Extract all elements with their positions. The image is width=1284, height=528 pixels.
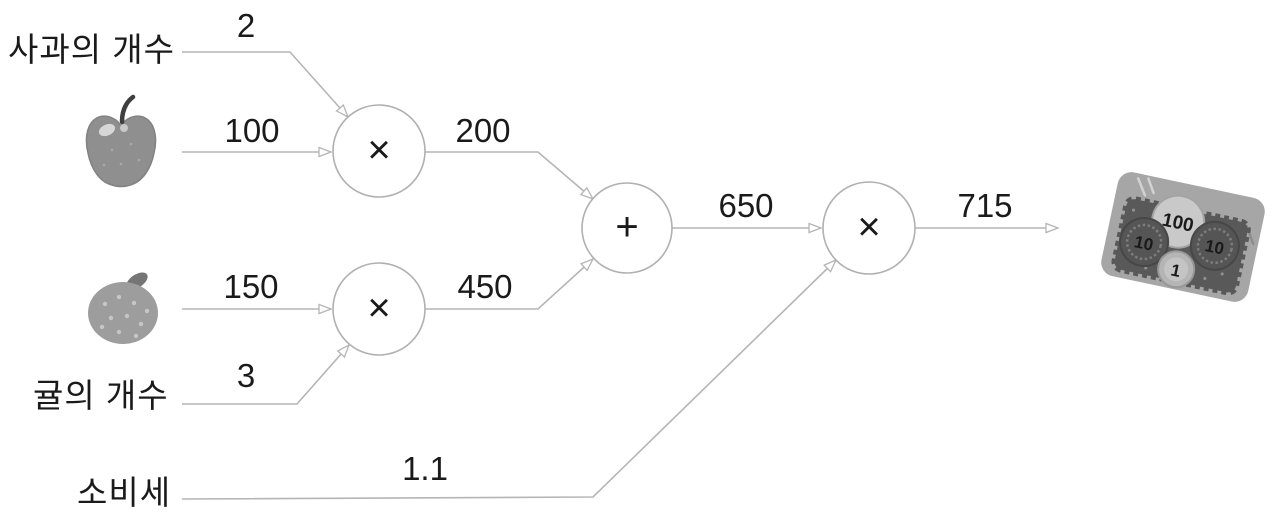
apple-icon xyxy=(85,94,157,188)
coin-10-right-label: 10 xyxy=(1203,236,1225,259)
value-orange-subtotal: 450 xyxy=(457,268,512,305)
coin-1-label: 1 xyxy=(1169,260,1182,281)
node-multiply-apple-circle xyxy=(332,104,426,198)
value-tax-rate: 1.1 xyxy=(402,450,448,487)
edge-orange-subtotal xyxy=(425,257,595,310)
node-multiply-orange-circle xyxy=(332,262,426,356)
node-multiply-orange: × xyxy=(332,262,426,356)
value-apple-count: 2 xyxy=(237,7,255,44)
orange-icon xyxy=(88,272,158,344)
value-orange-price: 150 xyxy=(223,268,278,305)
coin-10-right: 10 xyxy=(1189,220,1240,271)
value-total: 715 xyxy=(957,187,1012,224)
orange-count-label: 귤의 개수 xyxy=(33,377,169,414)
money-tray-icon: 100 10 10 1 xyxy=(1101,172,1265,302)
plus-icon: + xyxy=(615,205,638,249)
edge-apple-subtotal xyxy=(425,151,595,201)
apple-count-label: 사과의 개수 xyxy=(8,31,175,68)
node-add-circle xyxy=(581,182,673,274)
node-add: + xyxy=(581,182,673,274)
multiply-icon: × xyxy=(367,286,390,330)
edge-tax-rate xyxy=(181,258,838,500)
coin-10-left: 10 xyxy=(1119,217,1170,268)
multiply-icon: × xyxy=(367,128,390,172)
coin-1: 1 xyxy=(1157,250,1196,289)
coin-10-left-label: 10 xyxy=(1133,232,1155,255)
value-sum: 650 xyxy=(718,187,773,224)
value-apple-subtotal: 200 xyxy=(455,112,510,149)
node-multiply-tax: × xyxy=(822,181,916,275)
edge-orange-count xyxy=(182,343,351,405)
edge-apple-count xyxy=(182,51,350,119)
node-multiply-tax-circle xyxy=(822,181,916,275)
tax-label: 소비세 xyxy=(77,474,171,511)
multiply-icon: × xyxy=(857,205,880,249)
value-orange-count: 3 xyxy=(237,357,255,394)
value-apple-price: 100 xyxy=(224,112,279,149)
node-multiply-apple: × xyxy=(332,104,426,198)
